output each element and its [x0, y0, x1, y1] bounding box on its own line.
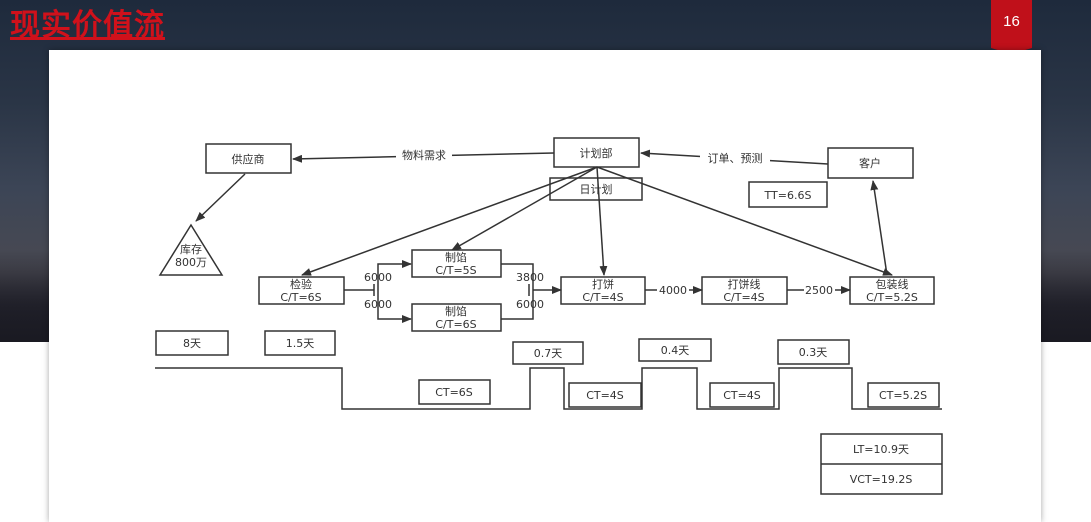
inspect-name: 检验: [290, 277, 312, 291]
takt-box: [748, 181, 828, 208]
wait-1-5-label: 1.5天: [286, 337, 315, 350]
qty-6000-top: 6000: [364, 271, 392, 284]
page-number-badge: 16: [991, 0, 1032, 54]
flow-filling1-merge: [501, 263, 534, 290]
daily-plan-label: 日计划: [580, 183, 613, 196]
inventory-label-2: 800万: [175, 256, 207, 269]
qty-6000-right: 6000: [516, 298, 544, 311]
planning-box: [553, 137, 640, 168]
wait-8-label: 8天: [183, 337, 201, 350]
filling1-name: 制馅: [445, 250, 467, 264]
pancake-box: [560, 276, 646, 305]
lt-label: LT=10.9天: [853, 443, 909, 456]
inspect-ct: C/T=6S: [280, 291, 321, 304]
wait-0-4-box: [638, 338, 712, 362]
arrow-plan-filling: [451, 166, 598, 251]
wait-0-7-box: [512, 341, 584, 365]
pack-ct: C/T=5.2S: [866, 291, 918, 304]
ct-4a-box: [568, 382, 642, 408]
vct-label: VCT=19.2S: [850, 473, 913, 486]
filling1-box: [411, 249, 502, 278]
qty-3800: 3800: [516, 271, 544, 284]
ct-4a-label: CT=4S: [586, 389, 624, 402]
customer-box: [827, 147, 914, 179]
flow-filling2-merge: [501, 290, 534, 320]
filling2-box: [411, 303, 502, 332]
wait-0-3-label: 0.3天: [799, 346, 828, 359]
flow-to-filling1: [377, 260, 412, 290]
pancake-name: 打饼: [592, 277, 614, 291]
inspect-box: [258, 276, 345, 305]
material-demand-label: 物料需求: [402, 148, 446, 162]
arrow-pack-customer: [870, 180, 888, 276]
pack-name: 包装线: [876, 277, 909, 291]
filling2-name: 制馅: [445, 304, 467, 318]
arrow-supplier-inventory: [195, 173, 246, 222]
value-stream-map: 供应商 计划部 日计划 客户 TT=6.6S 库存 800万 检验 C/T=6S…: [152, 134, 972, 496]
wait-0-7-label: 0.7天: [534, 347, 563, 360]
customer-label: 客户: [859, 156, 881, 170]
pack-box: [849, 276, 935, 305]
pancake-ct: C/T=4S: [582, 291, 623, 304]
wait-1-5-box: [264, 330, 336, 356]
order-forecast-label: 订单、预测: [708, 152, 763, 165]
ct-4b-box: [709, 382, 775, 408]
planning-label: 计划部: [580, 146, 613, 160]
ct-5-2-label: CT=5.2S: [879, 389, 927, 402]
filling2-ct: C/T=6S: [435, 318, 476, 331]
pancake-line-ct: C/T=4S: [723, 291, 764, 304]
arrow-plan-pack: [596, 166, 893, 276]
qty-6000-bottom: 6000: [364, 298, 392, 311]
ct-5-2-box: [867, 382, 940, 408]
pancake-line-box: [701, 276, 788, 305]
supplier-box: [205, 143, 292, 174]
daily-plan-box: [549, 177, 643, 201]
slide-title: 现实价值流: [10, 8, 165, 43]
qty-4000: 4000: [659, 284, 687, 297]
wait-0-3-box: [777, 339, 850, 365]
pancake-line-name: 打饼线: [728, 277, 761, 291]
qty-2500: 2500: [805, 284, 833, 297]
timeline-line: [155, 367, 942, 410]
inventory-triangle: [158, 223, 224, 276]
ct-4b-label: CT=4S: [723, 389, 761, 402]
takt-label: TT=6.6S: [764, 189, 812, 202]
ct-6-box: [418, 379, 491, 405]
arrow-plan-inspect: [301, 166, 598, 276]
arrow-plan-pancake: [596, 166, 608, 276]
supplier-label: 供应商: [232, 152, 265, 166]
flow-to-filling2: [377, 290, 412, 323]
wait-0-4-label: 0.4天: [661, 344, 690, 357]
ct-6-label: CT=6S: [435, 386, 473, 399]
inventory-label-1: 库存: [180, 242, 202, 256]
wait-8-box: [155, 330, 229, 356]
filling1-ct: C/T=5S: [435, 264, 476, 277]
